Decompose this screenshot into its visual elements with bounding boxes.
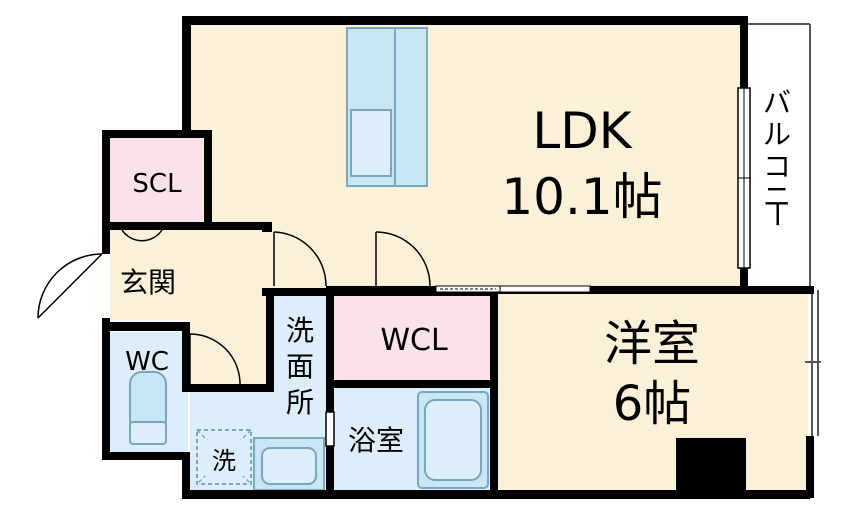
washer-label: 洗 [212, 447, 236, 475]
scl-floor [110, 138, 202, 222]
balcony-label-3: コ [763, 150, 791, 183]
scl-label: SCL [132, 169, 182, 199]
bathtub-icon [417, 391, 489, 489]
balcony-label-5: ー [760, 200, 793, 228]
wcl-label: WCL [380, 323, 448, 358]
balcony-label-4: ニ [763, 180, 791, 213]
balcony [742, 23, 821, 436]
labels: LDK 10.1帖 洋室 6帖 SCL WCL 玄関 WC 浴室 洗 洗 面 所… [120, 86, 793, 475]
western-size-label: 6帖 [613, 376, 692, 432]
western-floor [498, 293, 808, 492]
ldk-label: LDK [532, 102, 632, 160]
hall-floor-upper [190, 290, 270, 386]
bath-label: 浴室 [348, 424, 404, 457]
western-label: 洋室 [604, 316, 700, 372]
balcony-label-1: バ [763, 86, 791, 119]
entrance-label: 玄関 [120, 266, 176, 299]
kitchen-sink-icon [350, 109, 392, 177]
balcony-label-2: ル [763, 118, 791, 151]
wash-basin-icon [253, 437, 325, 491]
washroom-label-2: 面 [286, 350, 314, 383]
washer-pan-icon [196, 429, 252, 485]
ldk-size-label: 10.1帖 [501, 168, 662, 226]
sliding-door [435, 285, 591, 293]
bath-door [325, 411, 335, 447]
washroom-label-3: 所 [286, 386, 314, 419]
wc-label: WC [125, 347, 169, 377]
ldk-floor [190, 24, 742, 290]
walls [102, 16, 814, 499]
washroom-label-1: 洗 [286, 314, 314, 347]
toilet-icon [129, 371, 167, 445]
doors [37, 229, 431, 385]
kitchen-counter [346, 27, 428, 187]
ldk-window [737, 87, 751, 269]
wcl-floor [334, 294, 492, 382]
